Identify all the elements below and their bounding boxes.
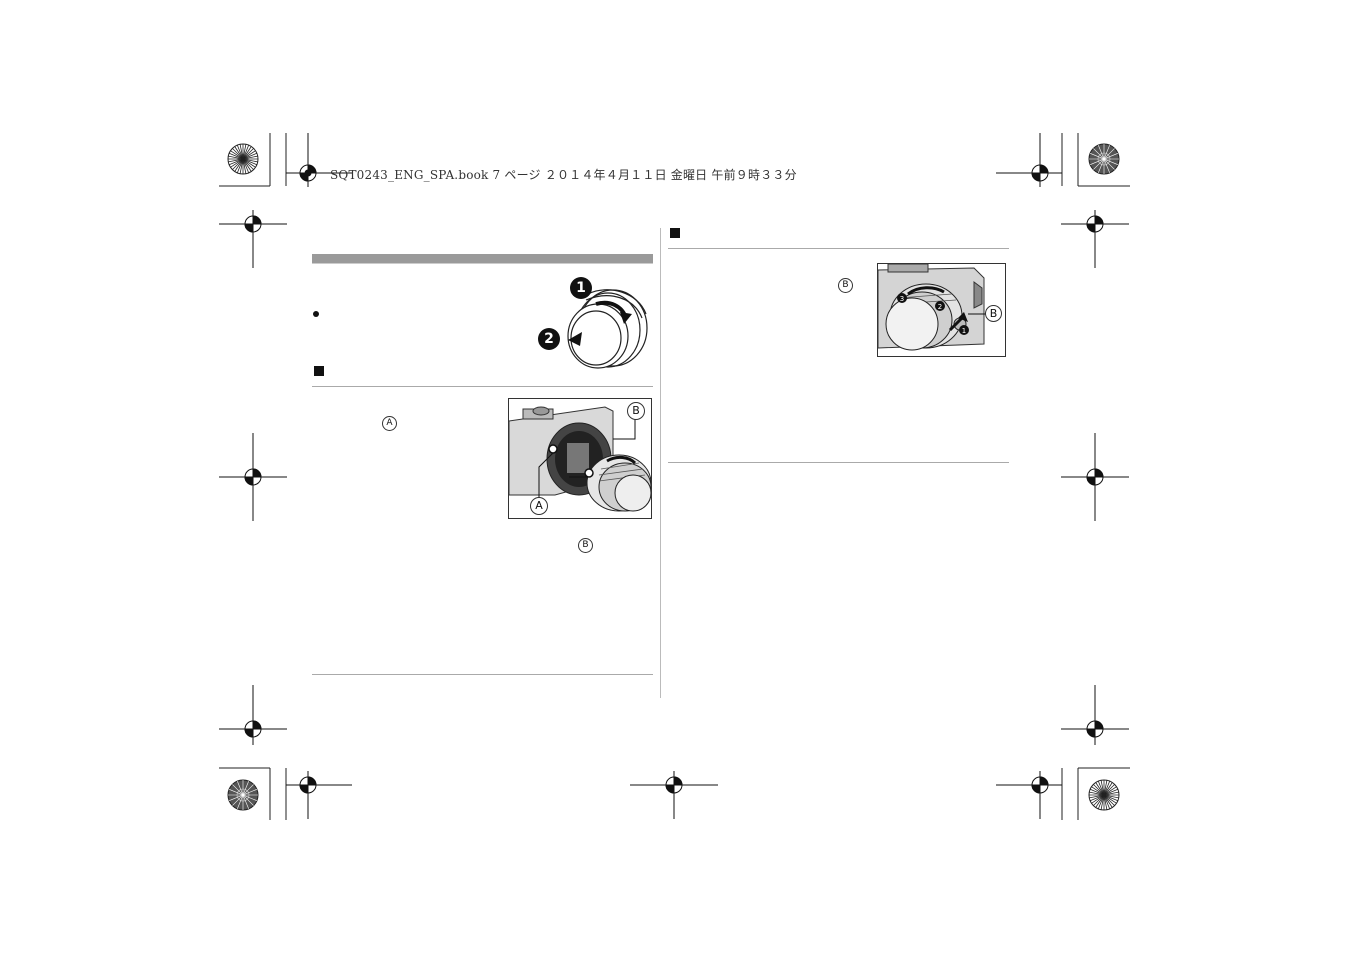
section-title-bar xyxy=(312,254,653,263)
list-bullet xyxy=(313,311,319,317)
subsection-marker-right xyxy=(670,228,680,238)
lens-detach-figure: 3 2 1 xyxy=(877,263,1006,357)
detach-figure-label-b: B xyxy=(985,305,1002,322)
section-title-bar-shadow xyxy=(312,263,653,264)
step-2-badge: 2 xyxy=(538,328,560,350)
figure-label-a: A xyxy=(530,497,548,515)
step-1-badge: 1 xyxy=(570,277,592,299)
inline-label-a: A xyxy=(382,416,397,431)
inline-label-b-right: B xyxy=(838,278,853,293)
column-divider xyxy=(660,228,661,698)
figure-label-b: B xyxy=(627,402,645,420)
subsection-rule xyxy=(312,386,653,387)
detach-step-3: 3 xyxy=(900,295,904,303)
detach-step-2: 2 xyxy=(938,303,942,311)
inline-label-b: B xyxy=(578,538,593,553)
book-header-text: SQT0243_ENG_SPA.book 7 ページ ２０１４年４月１１日 金曜… xyxy=(330,168,797,182)
lens-cap-figure xyxy=(567,289,648,369)
left-bottom-rule xyxy=(312,674,653,675)
right-bottom-rule xyxy=(668,462,1009,463)
subsection-rule-right xyxy=(668,248,1009,249)
detach-step-1: 1 xyxy=(962,327,966,335)
subsection-marker xyxy=(314,366,324,376)
